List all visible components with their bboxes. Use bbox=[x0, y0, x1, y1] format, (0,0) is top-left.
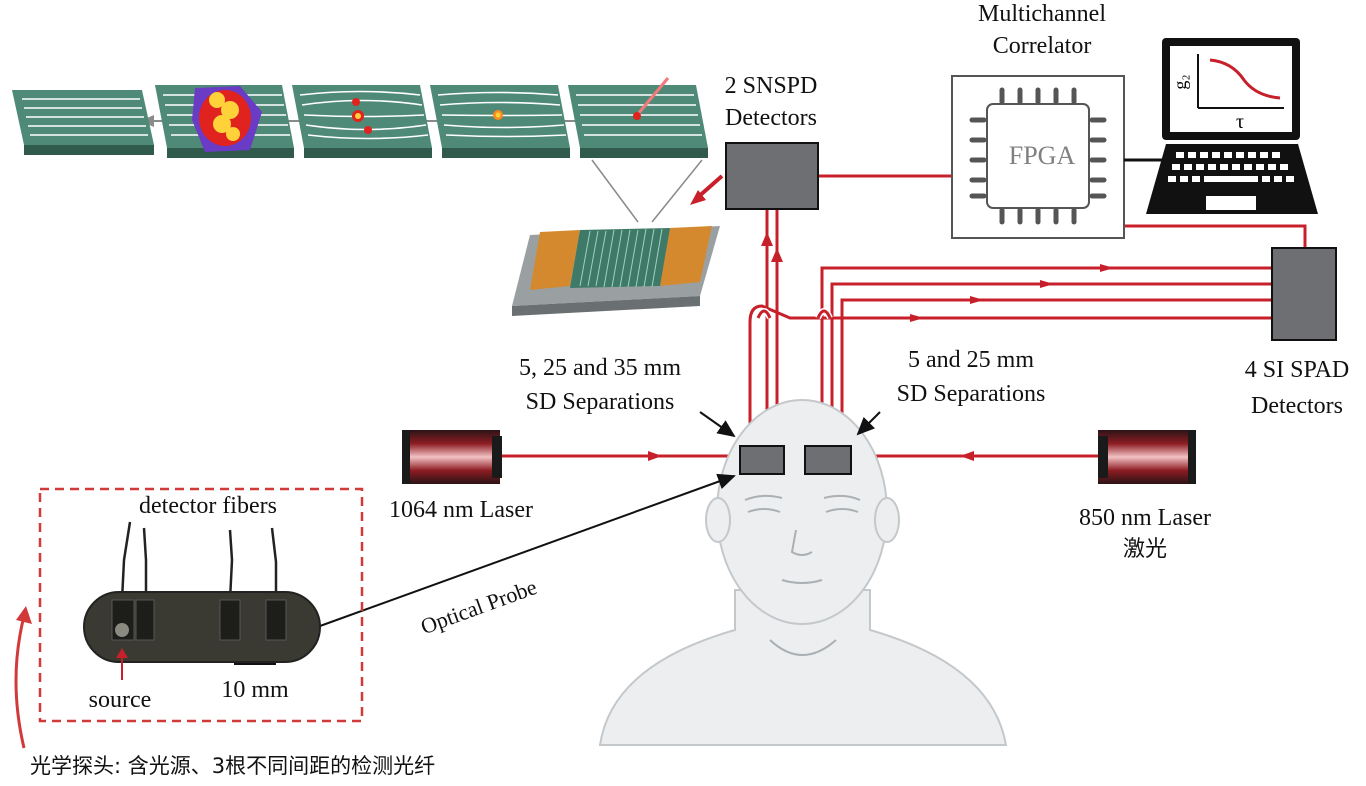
laser-1064-label: 1064 nm Laser bbox=[389, 497, 533, 523]
spad-label-line2: Detectors bbox=[1251, 393, 1343, 419]
source-label: source bbox=[88, 687, 152, 713]
probe-photo bbox=[83, 521, 321, 680]
nanowire-chip-2-hotspot bbox=[155, 85, 294, 158]
plot-xlabel: τ bbox=[1236, 111, 1244, 133]
caption-cn: 光学探头: 含光源、3根不同间距的检测光纤 bbox=[30, 754, 436, 778]
source-aperture bbox=[115, 623, 129, 637]
snspd-label-line1: 2 SNSPD bbox=[724, 73, 818, 99]
snspd-label-line2: Detectors bbox=[725, 105, 817, 131]
correlator-fpga-box bbox=[951, 75, 1125, 239]
human-head-illustration bbox=[598, 399, 1008, 746]
correlator-label-line1: Multichannel bbox=[978, 1, 1106, 27]
correlator-label-line2: Correlator bbox=[992, 33, 1092, 59]
laser-850-icon bbox=[1098, 430, 1196, 484]
fiber-arrows bbox=[761, 232, 1114, 322]
laptop-icon bbox=[1146, 38, 1318, 214]
laser-850-label-cn: 激光 bbox=[1122, 537, 1167, 562]
optical-fibers bbox=[748, 174, 1307, 448]
probe-inset-frame bbox=[38, 487, 364, 723]
sep-left-line1: 5, 25 and 35 mm bbox=[519, 355, 681, 381]
ear-left bbox=[705, 497, 731, 543]
ear-right bbox=[874, 497, 900, 543]
head-shape bbox=[716, 399, 888, 625]
caption-curved-arrow-icon bbox=[14, 615, 26, 749]
detector-fibers-label: detector fibers bbox=[139, 493, 277, 519]
left-probe-box bbox=[739, 445, 785, 475]
nanowire-chip-4 bbox=[430, 85, 570, 158]
photon-beam bbox=[636, 77, 670, 115]
zoom-line-right bbox=[651, 159, 703, 223]
zoom-line-left bbox=[591, 159, 639, 223]
touchpad bbox=[1206, 196, 1256, 210]
sep-left-line2: SD Separations bbox=[525, 389, 675, 415]
plot-ylabel: g₂ bbox=[1170, 74, 1190, 89]
spad-detector-box bbox=[1271, 247, 1337, 341]
nanowire-chip-sequence bbox=[12, 77, 708, 158]
nanowire-chip-1 bbox=[12, 90, 154, 155]
right-probe-box bbox=[804, 445, 852, 475]
nanowire-chip-3 bbox=[292, 85, 432, 158]
sep-left-arrow-icon bbox=[699, 411, 736, 438]
shoulders bbox=[598, 589, 1008, 746]
nanowire-chip-5-photon bbox=[568, 77, 708, 158]
sep-right-arrow-icon bbox=[856, 411, 881, 436]
sep-right-line1: 5 and 25 mm bbox=[908, 347, 1034, 373]
sep-right-line2: SD Separations bbox=[896, 381, 1046, 407]
face-features bbox=[744, 494, 861, 656]
laser-850-label: 850 nm Laser bbox=[1079, 505, 1211, 531]
snspd-detector-box bbox=[725, 142, 819, 210]
g2-curve bbox=[1209, 58, 1281, 100]
snspd-chip-icon bbox=[512, 226, 720, 316]
probe-fiber-leads bbox=[120, 521, 278, 601]
spad-label-line1: 4 SI SPAD bbox=[1244, 357, 1350, 383]
optical-probe-pointer bbox=[319, 473, 736, 627]
fpga-label: FPGA bbox=[1009, 141, 1076, 170]
scale-bar-label: 10 mm bbox=[221, 677, 289, 703]
laser-1064-icon bbox=[402, 430, 502, 484]
